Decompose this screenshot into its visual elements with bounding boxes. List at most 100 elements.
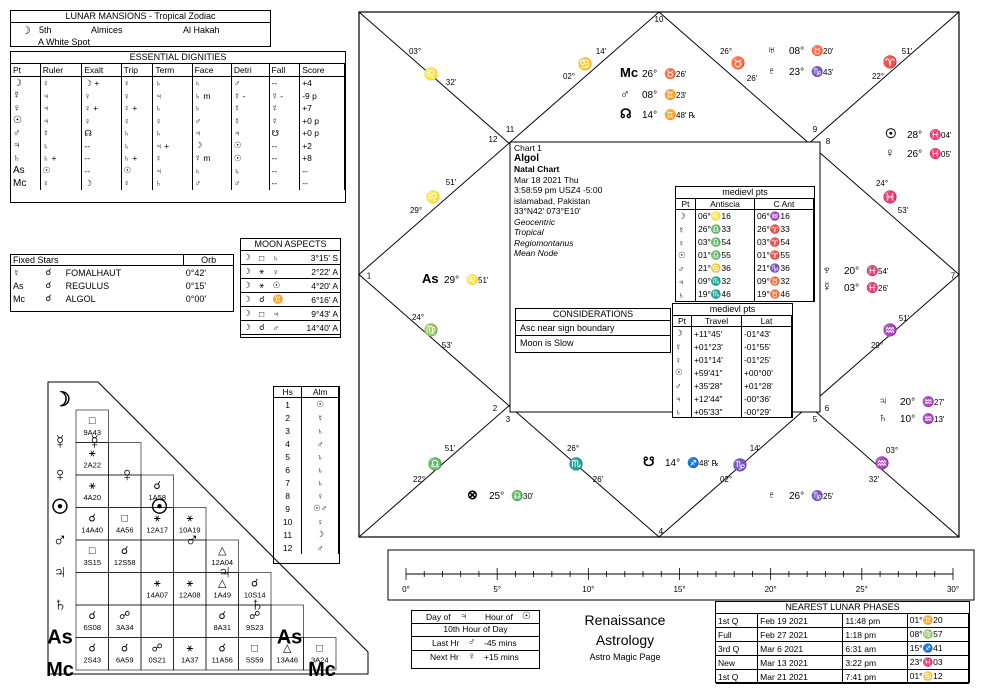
dignity-row-cell: -- [269, 139, 301, 152]
almuten-row-cell: ☿ [301, 411, 339, 424]
almuten-row-cell: 8 [274, 489, 303, 502]
dignity-row-col-header: Detri [231, 64, 270, 77]
planet-degree: 08° [642, 90, 657, 101]
planet-glyph: Mc [620, 65, 638, 80]
planet-degree: 10° [900, 414, 915, 425]
travel-row-cell: +01°28' [741, 379, 793, 392]
moon-aspect-row-cell: ⚹ [257, 264, 271, 279]
moon-aspect-row-cell: ♂ [270, 320, 291, 335]
dignity-row-col-header: Score [299, 64, 345, 77]
almuten-row-cell: 11 [274, 528, 303, 541]
planet-glyph-diagonal: Mc [308, 659, 336, 676]
cusp-minutes: 02° [563, 72, 575, 81]
consideration-2: Moon is Slow [520, 338, 574, 348]
dignity-row: ☿♃♀♀♃♄ m☿ -☿ --9 p [11, 89, 345, 102]
fixed-star-row-cell: ☿ [13, 267, 20, 278]
aspect-glyph: ☍ [119, 610, 130, 622]
cusp-sign: ♓ [883, 190, 898, 204]
antiscia-row-cell: 09°♉32 [754, 275, 815, 288]
dignity-row-cell: ♄ + [121, 152, 154, 165]
ruler-tick-label: 10° [582, 585, 594, 594]
dignity-row-cell: ♄ [192, 102, 232, 115]
aspect-glyph: ⚹ [154, 513, 161, 525]
aspect-orb: 10S14 [244, 591, 266, 600]
aspect-cell [303, 637, 337, 671]
dignity-row-cell: ♃ + [152, 139, 193, 152]
dignity-row-cell: ♀ [40, 177, 83, 190]
lunar-phase-row-cell: 23°♓03 [907, 655, 970, 670]
hour-planet-glyph: ☉ [522, 611, 531, 622]
planet-degree: 26° [789, 491, 804, 502]
dignity-row-col-header: Term [152, 64, 193, 77]
lunar-phase-row-cell: 3:22 pm [842, 655, 908, 670]
chart-date: Mar 18 2021 Thu [514, 174, 579, 185]
mansion-number: 5th [39, 25, 52, 35]
dignity-row: ♂☿☊♄♄♃♃☋+0 p [11, 127, 345, 140]
orb-col-header: Orb [201, 255, 217, 265]
lunar-phase-row-cell: 1st Q [716, 614, 759, 628]
cusp-degree: 03° [886, 446, 898, 455]
dignity-row-cell: ♄ [11, 152, 41, 165]
dignity-row-cell: ♀ [121, 76, 154, 90]
travel-row-cell: -00°36' [741, 392, 793, 405]
planet-degree: 03° [844, 283, 859, 294]
dignity-row-cell: -- [269, 177, 301, 190]
lunar-mansions-panel: LUNAR MANSIONS - Tropical Zodiac ☽ 5th A… [10, 10, 271, 47]
dignity-row-cell: ♃ [152, 89, 193, 102]
dignity-row-col-header: Ruler [40, 64, 83, 77]
dignity-row-cell: ♀ [152, 152, 193, 165]
aspect-orb: 1A37 [181, 656, 199, 665]
brand-block: Renaissance Astrology Astro Magic Page [560, 612, 690, 662]
fixed-star-header: Fixed Stars Orb [11, 255, 233, 266]
dignity-row-cell: ♄ + [40, 152, 83, 165]
cusp-sign: ♋ [578, 57, 593, 71]
planet-degree: 08° [789, 46, 804, 57]
cusp-degree: 14' [596, 47, 607, 56]
antiscia-row-col-header: C Ant [754, 199, 815, 210]
almuten-row-cell: ♂ [301, 541, 339, 554]
moon-aspect-row: ☽☌♊6°16' A [241, 292, 340, 307]
almuten-row: 2☿ [274, 411, 339, 424]
travel-row-cell: -01°55' [741, 340, 793, 353]
planet-degree: 23° [789, 67, 804, 78]
dignity-row-cell: -9 p [299, 89, 345, 102]
dignity-row-cell: ♄ [192, 76, 232, 90]
planet-glyph-axis: ☉ [51, 497, 69, 519]
antiscia-row-cell: 19°♏46 [695, 288, 755, 301]
dignity-row-cell: ♄ [192, 164, 232, 177]
cusp-degree: 03° [409, 47, 421, 56]
aspect-orb: 1A49 [213, 591, 231, 600]
chart-name: Algol [514, 152, 539, 164]
antiscia-row-cell: 21°♋36 [695, 262, 755, 275]
planet-minutes: 04' [941, 131, 952, 140]
travel-row-cell: -00°29' [741, 405, 793, 418]
dignity-row-cell: ☽ + [81, 76, 122, 90]
aspect-orb: 3S15 [83, 558, 101, 567]
travel-row-cell: +35'28" [691, 379, 742, 392]
planet-glyph: ☊ [620, 106, 632, 121]
lunar-phase-row-cell: 01°♋12 [907, 669, 970, 684]
moon-aspect-row-cell: ☽ [241, 292, 258, 307]
cusp-minutes: 32' [446, 78, 457, 87]
dignity-row-cell: ☽ [192, 139, 232, 152]
planet-sign: ♓ [866, 281, 878, 294]
moon-aspect-row-cell: 14°40' A [290, 320, 340, 335]
cusp-minutes: 32' [869, 475, 880, 484]
dignity-row-cell: ♄ [152, 127, 193, 140]
day-of-label: Day of [426, 612, 451, 622]
travel-row-cell: +05'33" [691, 405, 742, 418]
dignity-row-cell: ☿ [40, 127, 83, 140]
dignity-row-cell: ♃ [11, 139, 41, 152]
dignity-row-cell: ♀ [40, 76, 83, 90]
aspect-glyph: ☌ [251, 578, 258, 590]
lunar-phase-row-cell: 3rd Q [716, 641, 759, 656]
dignity-row-cell: ♄ m [192, 89, 232, 102]
fixed-stars-col-header: Fixed Stars [11, 255, 185, 266]
almuten-row-cell: ♀ [301, 515, 339, 528]
planet-glyph-axis: ♀ [53, 464, 68, 486]
dignity-row-cell: ☉ [121, 164, 154, 177]
